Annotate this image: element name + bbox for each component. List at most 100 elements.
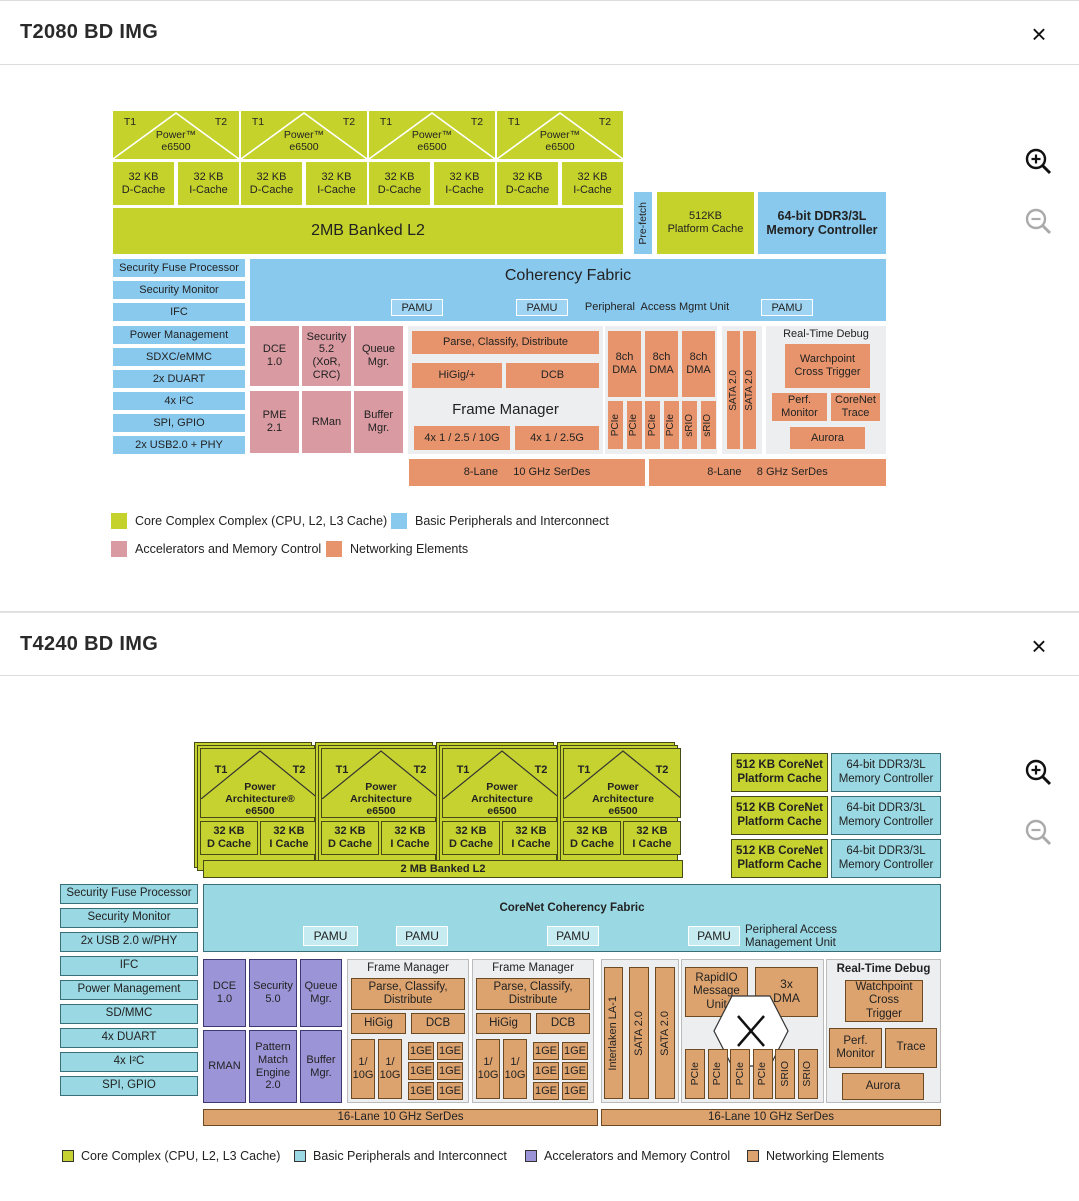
pattern-match-engine: Pattern Match Engine 2.0 [249, 1030, 297, 1103]
fabric-label: Coherency Fabric [504, 267, 632, 284]
parse-classify-distribute: Parse, Classify, Distribute [476, 978, 590, 1010]
legend-swatch [391, 513, 407, 529]
icache: 32 KB I-Cache [178, 162, 239, 205]
aurora: Aurora [790, 427, 865, 449]
zoom-out-button[interactable] [1024, 207, 1054, 237]
ten-g-port: 1/ 10G [476, 1039, 500, 1099]
thread-t1: T1 [456, 763, 470, 776]
thread-t1: T1 [123, 115, 137, 128]
pamu: PAMU [516, 299, 568, 316]
legend-swatch [326, 541, 342, 557]
left-peripheral-item: Security Monitor [60, 908, 198, 928]
higig: HiGig [476, 1013, 531, 1034]
zoom-out-icon [1025, 819, 1052, 846]
l2-cache: 2 MB Banked L2 [203, 860, 683, 878]
platform-cache: 512 KB CoreNet Platform Cache [731, 753, 828, 792]
one-ge-port: 1GE [437, 1042, 463, 1060]
zoom-out-button[interactable] [1024, 818, 1054, 848]
thread-t2: T2 [214, 115, 228, 128]
left-peripheral-item: SPI, GPIO [113, 414, 245, 432]
panel-title: T4240 BD IMG [20, 633, 159, 655]
dcache: 32 KB D-Cache [369, 162, 430, 205]
core-triangle-icon [564, 750, 680, 799]
one-ge-port: 1GE [562, 1042, 588, 1060]
left-peripheral-item: SD/MMC [60, 1004, 198, 1024]
left-peripheral-item: 4x I²C [113, 392, 245, 410]
ten-g-port: 1/ 10G [503, 1039, 527, 1099]
core-triangle-icon [201, 750, 317, 799]
pamu: PAMU [396, 926, 448, 946]
trace: Trace [885, 1028, 937, 1068]
serial-port: PCIe [707, 1049, 728, 1099]
icache: 32 KB I-Cache [306, 162, 367, 205]
thread-t2: T2 [534, 763, 548, 776]
zoom-in-button[interactable] [1024, 147, 1054, 177]
dcache: 32 KB D Cache [321, 821, 379, 855]
zoom-in-button[interactable] [1024, 758, 1054, 788]
peripheral-access-label: Peripheral Access Mgmt Unit [584, 301, 730, 314]
left-peripheral-item: 2x USB2.0 + PHY [113, 436, 245, 454]
icache: 32 KB I-Cache [434, 162, 495, 205]
core-triangle-icon [322, 750, 438, 799]
zoom-in-icon [1025, 148, 1052, 175]
legend-accelerators: Accelerators and Memory Control [111, 541, 321, 557]
parse-classify-distribute: Parse, Classify, Distribute [351, 978, 465, 1010]
frame-manager-title: Frame Manager [367, 962, 449, 975]
serial-port: PCIe [608, 401, 623, 449]
icache: 32 KB I Cache [381, 821, 439, 855]
serial-port: PCIe [685, 1049, 705, 1099]
ethernet-port-10g: 4x 1 / 2.5 / 10G [414, 426, 510, 450]
thread-t1: T1 [507, 115, 521, 128]
one-ge-port: 1GE [408, 1082, 434, 1100]
ethernet-port-2-5g: 4x 1 / 2.5G [515, 426, 599, 450]
thread-t1: T1 [251, 115, 265, 128]
thread-t2: T2 [655, 763, 669, 776]
thread-t1: T1 [214, 763, 228, 776]
serial-port: PCIe [730, 1049, 750, 1099]
dma-engine: 8ch DMA [608, 331, 641, 397]
serial-port: SRIO [775, 1049, 795, 1099]
thread-t2: T2 [292, 763, 306, 776]
close-button[interactable]: × [1031, 631, 1047, 661]
ten-g-port: 1/ 10G [351, 1039, 375, 1099]
left-peripheral-item: IFC [113, 303, 245, 321]
debug-title: Real-Time Debug [836, 963, 931, 976]
core-name: Power Architecture® e6500 [225, 781, 295, 817]
pamu: PAMU [761, 299, 813, 316]
watchpoint-cross-trigger: Watchpoint Cross Trigger [845, 980, 923, 1022]
parse-classify-distribute: Parse, Classify, Distribute [412, 331, 599, 354]
ten-g-port: 1/ 10G [378, 1039, 402, 1099]
legend-swatch [294, 1150, 306, 1162]
close-button[interactable]: × [1031, 19, 1047, 49]
memory-controller: 64-bit DDR3/3L Memory Controller [831, 839, 941, 878]
one-ge-port: 1GE [408, 1042, 434, 1060]
thread-t1: T1 [335, 763, 349, 776]
icache: 32 KB I-Cache [562, 162, 623, 205]
thread-t1: T1 [379, 115, 393, 128]
thread-t2: T2 [598, 115, 612, 128]
dcache: 32 KB D-Cache [241, 162, 302, 205]
legend-peripherals: Basic Peripherals and Interconnect [391, 513, 609, 529]
legend-swatch [111, 541, 127, 557]
zoom-in-icon [1025, 759, 1052, 786]
one-ge-port: 1GE [408, 1062, 434, 1080]
one-ge-port: 1GE [437, 1062, 463, 1080]
serdes-8ghz: 8-Lane 8 GHz SerDes [649, 459, 886, 486]
pamu: PAMU [547, 926, 599, 946]
frame-manager-title: Frame Manager [452, 401, 559, 419]
security-engine: Security 5.0 [249, 959, 297, 1027]
core-name: Power Architecture e6500 [350, 781, 412, 817]
platform-cache: 512KB Platform Cache [657, 192, 754, 254]
legend-swatch [747, 1150, 759, 1162]
higig: HiGig [351, 1013, 406, 1034]
left-peripheral-item: Security Fuse Processor [60, 884, 198, 904]
serial-port: PCIe [752, 1049, 773, 1099]
pamu: PAMU [303, 926, 358, 946]
